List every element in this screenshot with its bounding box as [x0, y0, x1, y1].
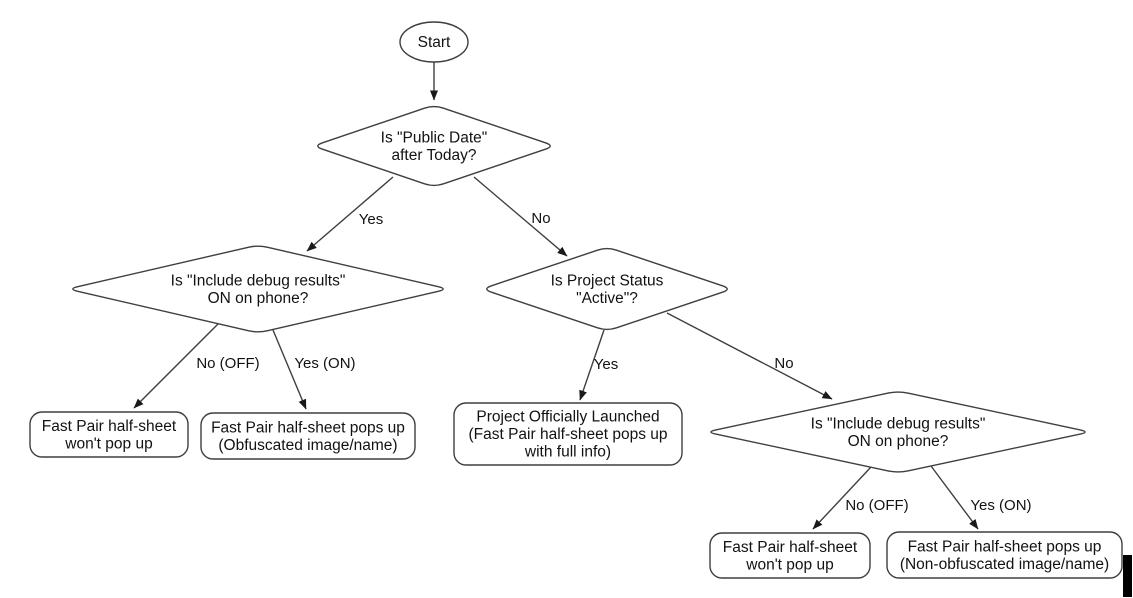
- edge-line-debug-left-yes-on: [272, 329, 307, 410]
- q-debug-on-phone-left-label: Is "Include debug results"ON on phone?: [171, 272, 346, 307]
- result-obfuscated-label: Fast Pair half-sheet pops up(Obfuscated …: [211, 419, 405, 454]
- text-cursor: [1123, 555, 1132, 597]
- edge-debug-left-yes-on: Yes (ON): [272, 329, 356, 410]
- edge-line-public-date-no: [473, 176, 568, 257]
- edge-label-public-date-yes: Yes: [359, 211, 383, 228]
- result-officially-launched-label: Project Officially Launched(Fast Pair ha…: [468, 409, 667, 461]
- q-debug-on-phone-left-shape: [72, 245, 444, 333]
- edge-public-date-no: No: [473, 176, 568, 257]
- node-result-obfuscated: Fast Pair half-sheet pops up(Obfuscated …: [200, 412, 416, 460]
- node-q-debug-on-phone-left: Is "Include debug results"ON on phone?: [72, 245, 444, 333]
- edge-label-project-status-no: No: [774, 355, 793, 372]
- edge-line-public-date-yes: [306, 176, 394, 252]
- q-debug-on-phone-right-shape: [710, 391, 1086, 473]
- result-non-obfuscated-label: Fast Pair half-sheet pops up(Non-obfusca…: [900, 539, 1109, 574]
- edge-label-debug-right-yes-on: Yes (ON): [970, 497, 1031, 514]
- start-label: Start: [418, 34, 451, 51]
- edge-label-project-status-yes: Yes: [594, 356, 618, 373]
- edge-line-debug-right-yes-on: [930, 465, 979, 530]
- edge-label-debug-left-no-off: No (OFF): [196, 355, 259, 372]
- edge-project-status-yes: Yes: [579, 329, 618, 401]
- edge-line-debug-left-no-off: [133, 323, 219, 409]
- edge-debug-left-no-off: No (OFF): [133, 323, 260, 409]
- result-wont-pop-up-right-shape: [709, 532, 871, 579]
- edge-label-debug-left-yes-on: Yes (ON): [294, 355, 355, 372]
- edge-project-status-no: No: [666, 312, 833, 400]
- result-obfuscated-shape: [200, 412, 416, 460]
- overlay-layer: [1123, 555, 1132, 597]
- edge-label-public-date-no: No: [531, 210, 550, 227]
- result-officially-launched-shape: [453, 402, 683, 466]
- node-start: Start: [399, 21, 469, 63]
- nodes-layer: Start Is "Public Date"after Today? Is "Inc…: [29, 21, 1123, 579]
- node-result-officially-launched: Project Officially Launched(Fast Pair ha…: [453, 402, 683, 466]
- q-project-status-label: Is Project Status"Active"?: [551, 272, 664, 307]
- q-public-date-shape: [317, 105, 551, 187]
- result-non-obfuscated-shape: [886, 531, 1123, 579]
- node-result-non-obfuscated: Fast Pair half-sheet pops up(Non-obfusca…: [886, 531, 1123, 579]
- edge-debug-right-no-off: No (OFF): [812, 466, 909, 530]
- q-public-date-label: Is "Public Date"after Today?: [381, 129, 488, 164]
- node-q-project-status: Is Project Status"Active"?: [486, 247, 728, 331]
- result-wont-pop-up-left-shape: [29, 411, 189, 458]
- edge-line-project-status-no: [666, 312, 833, 400]
- node-q-debug-on-phone-right: Is "Include debug results"ON on phone?: [710, 391, 1086, 473]
- node-q-public-date: Is "Public Date"after Today?: [317, 105, 551, 187]
- start-shape: [399, 21, 469, 63]
- edge-line-project-status-yes: [579, 329, 605, 401]
- edge-debug-right-yes-on: Yes (ON): [930, 465, 1032, 530]
- edge-public-date-yes: Yes: [306, 176, 394, 252]
- q-project-status-shape: [486, 247, 728, 331]
- edge-line-debug-right-no-off: [812, 466, 872, 530]
- q-debug-on-phone-right-label: Is "Include debug results"ON on phone?: [811, 415, 986, 450]
- edge-label-debug-right-no-off: No (OFF): [845, 497, 908, 514]
